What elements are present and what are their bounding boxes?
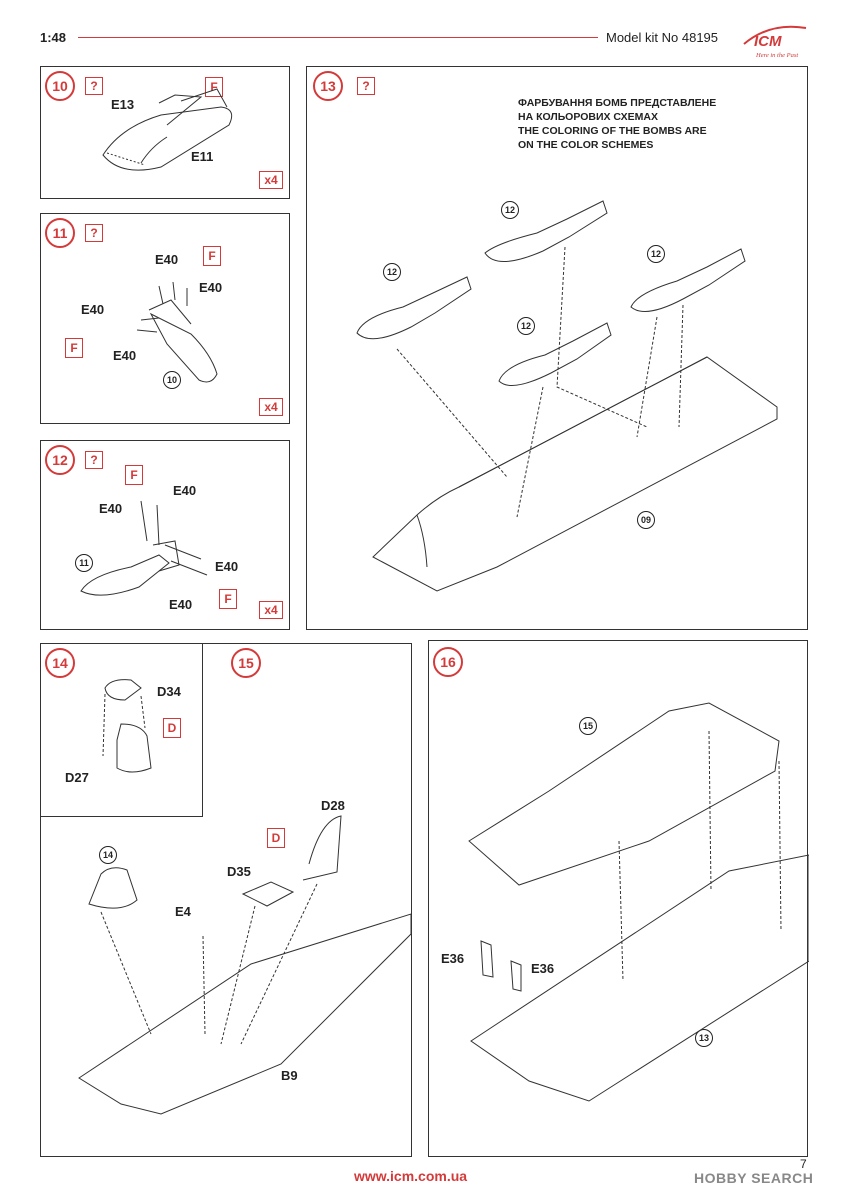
help-marker: ?: [85, 77, 103, 95]
part-label-e36: E36: [441, 951, 465, 966]
icm-logo: ICM Here in the Past: [740, 20, 810, 60]
note-en-line-2: ON THE COLOR SCHEMES: [518, 139, 654, 151]
paint-ref-f: F: [203, 246, 221, 266]
step-14-panel: 14 D34 D27 D: [40, 643, 203, 817]
part-label-e36: E36: [531, 961, 555, 976]
step-11-panel: 11 ? E40 E40 E40 E40 F F 10 x4: [40, 213, 290, 424]
part-label-d28: D28: [321, 798, 345, 813]
bomb-fin-drawing: [80, 500, 208, 596]
header-rule: [78, 37, 598, 38]
scale-label: 1:48: [40, 30, 67, 45]
help-marker: ?: [85, 451, 103, 469]
step-number: 13: [313, 71, 343, 101]
step-number: 12: [45, 445, 75, 475]
website-link[interactable]: www.icm.com.ua: [354, 1168, 468, 1184]
seat-cushion-drawing: [102, 679, 152, 773]
step-ref: 15: [579, 717, 597, 735]
step-number: 15: [231, 648, 261, 678]
step-13-panel: 13 ? 12 12 12 12 09: [306, 66, 808, 630]
logo-text: ICM: [754, 33, 782, 50]
part-label-b9: B9: [281, 1068, 298, 1083]
wing-part-drawing: [102, 88, 233, 171]
part-label-e40: E40: [113, 348, 137, 363]
logo-tagline: Here in the Past: [755, 52, 798, 59]
bomb-bay-drawing: [356, 200, 778, 592]
part-label-e4: E4: [175, 904, 191, 919]
part-label-e40: E40: [99, 501, 123, 516]
paint-ref-f: F: [65, 338, 83, 358]
quantity-marker: x4: [259, 398, 283, 416]
step-ref: 13: [695, 1029, 713, 1047]
step-12-panel: 12 ? E40 E40 E40 E40 F F 11 x4: [40, 440, 290, 630]
quantity-marker: x4: [259, 601, 283, 619]
part-label-e40: E40: [199, 280, 223, 295]
part-label-e40: E40: [155, 252, 179, 267]
part-label-e40: E40: [81, 302, 105, 317]
step-ref: 09: [637, 511, 655, 529]
watermark: HOBBY SEARCH: [694, 1170, 814, 1186]
part-label-e40: E40: [169, 597, 193, 612]
part-label-e40: E40: [215, 559, 239, 574]
note-ua-line-2: НА КОЛЬОРОВИХ СХЕМАХ: [518, 111, 658, 123]
step-10-panel: 10 ? E13 E11 F x4: [40, 66, 290, 199]
step-ref: 10: [163, 371, 181, 389]
note-en-line-1: THE COLORING OF THE BOMBS ARE: [518, 125, 707, 137]
cockpit-seat-drawing: [78, 815, 412, 1115]
fuselage-assembly-drawing: [468, 702, 809, 1102]
step-ref: 11: [75, 554, 93, 572]
step-number: 14: [45, 648, 75, 678]
part-label-e40: E40: [173, 483, 197, 498]
help-marker: ?: [357, 77, 375, 95]
step-number: 16: [433, 647, 463, 677]
part-label-d27: D27: [65, 770, 89, 785]
step-16-panel: 16 E36 E36 15 13: [428, 640, 809, 1157]
step-number: 10: [45, 71, 75, 101]
paint-ref-d: D: [267, 828, 285, 848]
step-number: 11: [45, 218, 75, 248]
fin-assembly-drawing: [136, 281, 218, 383]
quantity-marker: x4: [259, 171, 283, 189]
step-ref: 14: [99, 846, 117, 864]
paint-ref-f: F: [125, 465, 143, 485]
kit-number: Model kit No 48195: [606, 30, 719, 45]
paint-ref-d: D: [163, 718, 181, 738]
page-number: 7: [800, 1157, 807, 1171]
help-marker: ?: [85, 224, 103, 242]
part-label-e13: E13: [111, 97, 135, 112]
step-ref: 12: [517, 317, 535, 335]
paint-ref-f: F: [205, 77, 223, 97]
step-ref: 12: [647, 245, 665, 263]
part-label-e11: E11: [191, 149, 214, 164]
bomb-coloring-note: ФАРБУВАННЯ БОМБ ПРЕДСТАВЛЕНЕ НА КОЛЬОРОВ…: [518, 96, 716, 152]
step-ref: 12: [383, 263, 401, 281]
step-ref: 12: [501, 201, 519, 219]
note-ua-line-1: ФАРБУВАННЯ БОМБ ПРЕДСТАВЛЕНЕ: [518, 97, 717, 109]
paint-ref-f: F: [219, 589, 237, 609]
part-label-d35: D35: [227, 864, 251, 879]
part-label-d34: D34: [157, 684, 181, 699]
